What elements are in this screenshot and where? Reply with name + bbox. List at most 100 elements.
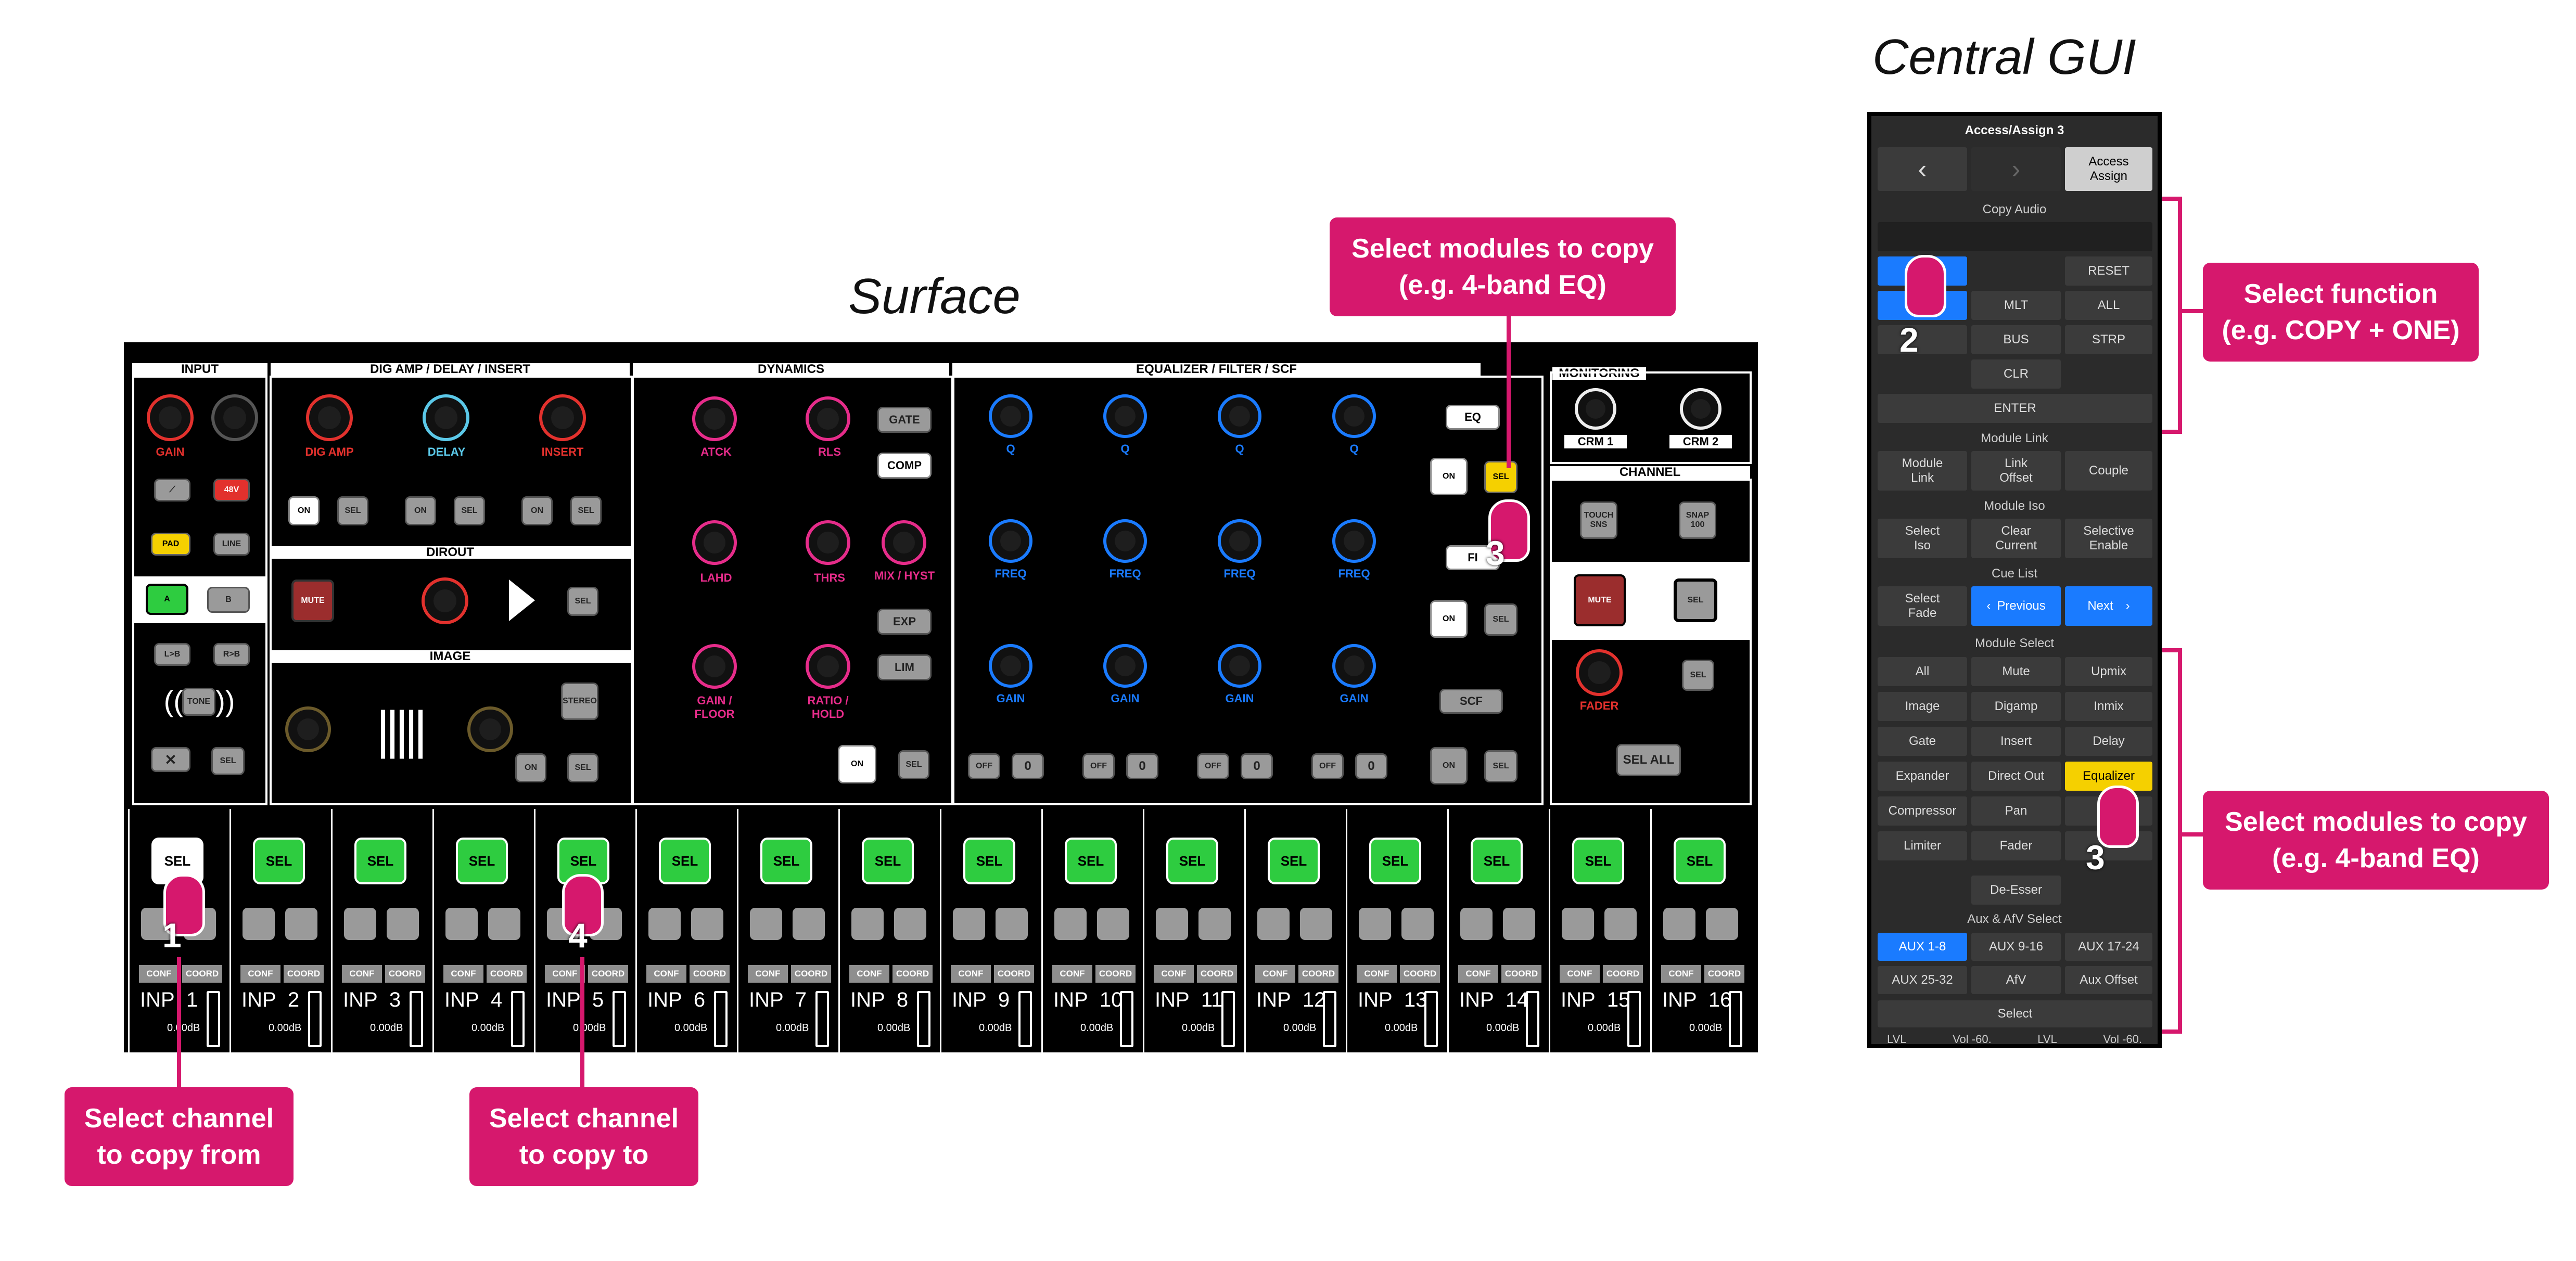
module-button[interactable]: Upmix <box>2065 657 2152 686</box>
channel-fader-sel-button[interactable]: SEL <box>1682 660 1714 691</box>
channel-sel-button[interactable]: SEL <box>1674 578 1717 622</box>
module-button[interactable]: Insert <box>1971 727 2061 756</box>
digamp-knob[interactable] <box>306 394 353 441</box>
strip-button-left[interactable] <box>1460 908 1493 940</box>
strip-conf-button[interactable]: CONF <box>1052 965 1092 983</box>
strip-conf-button[interactable]: CONF <box>646 965 686 983</box>
eq-band-2-off-button[interactable]: OFF <box>1082 753 1115 779</box>
rls-knob[interactable] <box>806 396 850 441</box>
strip-button-left[interactable] <box>445 908 478 940</box>
strip-button-right[interactable] <box>1401 908 1434 940</box>
scf-button[interactable]: SCF <box>1439 689 1503 714</box>
strip-button-right[interactable] <box>285 908 317 940</box>
strip-coord-button[interactable]: COORD <box>588 965 628 983</box>
strip-button-left[interactable] <box>243 908 275 940</box>
b-button[interactable]: B <box>207 587 250 613</box>
enter-button[interactable]: ENTER <box>1878 394 2152 423</box>
module-button[interactable]: Fader <box>1971 831 2061 860</box>
rb-button[interactable]: R>B <box>213 643 250 666</box>
module-button[interactable]: Pan <box>1971 796 2061 826</box>
lb-button[interactable]: L>B <box>154 643 190 666</box>
access-assign-button[interactable]: Access Assign <box>2065 147 2152 191</box>
strip-button-left[interactable] <box>1663 908 1695 940</box>
strip-conf-button[interactable]: CONF <box>849 965 889 983</box>
sel-all-button[interactable]: SEL ALL <box>1616 744 1681 776</box>
strip-conf-button[interactable]: CONF <box>1255 965 1295 983</box>
module-button[interactable]: Direct Out <box>1971 762 2061 791</box>
forward-button[interactable]: › <box>1971 147 2061 191</box>
de-esser-button[interactable]: De-Esser <box>1971 876 2061 905</box>
insert-on-button[interactable]: ON <box>521 496 553 525</box>
select-iso-button[interactable]: Select Iso <box>1878 519 1967 558</box>
eq-band-3-off-button[interactable]: OFF <box>1197 753 1229 779</box>
strip-sel-button[interactable]: SEL <box>253 838 305 884</box>
couple-button[interactable]: Couple <box>2065 451 2152 491</box>
lahd-knob[interactable] <box>692 520 737 565</box>
touch-sns-button[interactable]: TOUCH SNS <box>1580 501 1617 539</box>
strip-sel-button[interactable]: SEL <box>862 838 914 884</box>
delay-sel-button[interactable]: SEL <box>454 496 485 525</box>
crm2-knob[interactable] <box>1680 388 1721 430</box>
strip-coord-button[interactable]: COORD <box>892 965 933 983</box>
lim-button[interactable]: LIM <box>877 654 932 680</box>
strip-button-right[interactable] <box>488 908 520 940</box>
strip-button-right[interactable] <box>1198 908 1231 940</box>
strip-conf-button[interactable]: CONF <box>139 965 179 983</box>
strip-button-right[interactable] <box>793 908 825 940</box>
strip-button-left[interactable] <box>953 908 985 940</box>
bus-button[interactable]: BUS <box>1971 325 2061 354</box>
gain-knob[interactable] <box>147 394 194 441</box>
aux-button[interactable]: AUX 25-32 <box>1878 966 1967 994</box>
scf-on-button[interactable]: ON <box>1430 747 1468 784</box>
strip-conf-button[interactable]: CONF <box>748 965 788 983</box>
eq-band-3-gain-knob[interactable] <box>1218 644 1261 688</box>
digamp-on-button[interactable]: ON <box>288 496 320 525</box>
eq-band-4-zero-button[interactable]: 0 <box>1355 753 1387 779</box>
strip-sel-button[interactable]: SEL <box>760 838 812 884</box>
strip-button-right[interactable] <box>1604 908 1637 940</box>
eq-band-4-freq-knob[interactable] <box>1332 519 1376 563</box>
strip-sel-button[interactable]: SEL <box>1065 838 1117 884</box>
hpf-button[interactable]: ⟋ <box>154 479 190 501</box>
insert-sel-button[interactable]: SEL <box>570 496 602 525</box>
strip-coord-button[interactable]: COORD <box>385 965 425 983</box>
module-button[interactable]: Delay <box>2065 727 2152 756</box>
strip-button-right[interactable] <box>894 908 926 940</box>
strip-sel-button[interactable]: SEL <box>963 838 1015 884</box>
eq-band-2-zero-button[interactable]: 0 <box>1126 753 1158 779</box>
eq-on-button[interactable]: ON <box>1430 458 1468 495</box>
strip-sel-button[interactable]: SEL <box>1268 838 1320 884</box>
strip-sel-button[interactable]: SEL <box>1166 838 1218 884</box>
clear-current-button[interactable]: Clear Current <box>1971 519 2061 558</box>
module-button[interactable]: Digamp <box>1971 692 2061 721</box>
line-button[interactable]: LINE <box>213 533 250 556</box>
delay-knob[interactable] <box>423 394 469 441</box>
strip-button-left[interactable] <box>1257 908 1290 940</box>
mix-hyst-knob[interactable] <box>882 520 926 565</box>
eq-band-4-q-knob[interactable] <box>1332 394 1376 438</box>
eq-band-1-off-button[interactable]: OFF <box>968 753 1000 779</box>
strip-conf-button[interactable]: CONF <box>1154 965 1194 983</box>
module-button[interactable]: Image <box>1878 692 1967 721</box>
strip-coord-button[interactable]: COORD <box>1298 965 1338 983</box>
image-sel-button[interactable]: SEL <box>567 753 598 782</box>
strip-sel-button[interactable]: SEL <box>1572 838 1624 884</box>
eq-band-1-q-knob[interactable] <box>989 394 1032 438</box>
eq-band-2-freq-knob[interactable] <box>1103 519 1147 563</box>
snap-100-button[interactable]: SNAP 100 <box>1679 501 1716 539</box>
48v-button[interactable]: 48V <box>213 479 250 501</box>
strip-button-left[interactable] <box>344 908 376 940</box>
select-fade-button[interactable]: Select Fade <box>1878 586 1967 626</box>
strip-sel-button[interactable]: SEL <box>1369 838 1421 884</box>
select-button[interactable]: Select <box>1878 1000 2152 1027</box>
strip-conf-button[interactable]: CONF <box>1458 965 1498 983</box>
copy-option-button[interactable] <box>1878 325 1967 354</box>
module-button[interactable]: Expander <box>1878 762 1967 791</box>
dynamics-sel-button[interactable]: SEL <box>898 750 929 779</box>
module-button[interactable]: All <box>1878 657 1967 686</box>
strip-button-left[interactable] <box>648 908 681 940</box>
eq-band-3-freq-knob[interactable] <box>1218 519 1261 563</box>
stereo-button[interactable]: STEREO <box>561 683 598 720</box>
eq-button[interactable]: EQ <box>1446 405 1500 430</box>
strip-button-right[interactable] <box>996 908 1028 940</box>
